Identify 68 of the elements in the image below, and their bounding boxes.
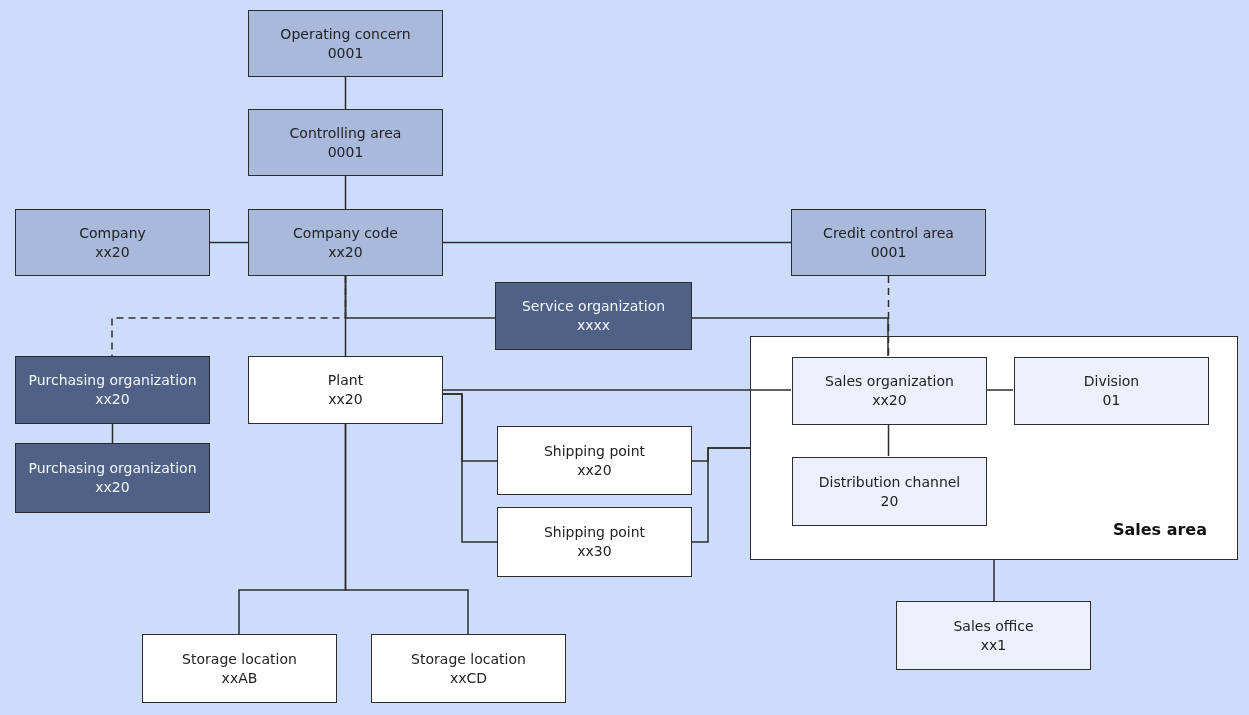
- panel-title: Sales area: [1112, 519, 1207, 541]
- unit-name: Purchasing organization: [28, 459, 197, 478]
- unit-code: 20: [880, 491, 899, 511]
- purchasing-unit-box: [495, 282, 692, 350]
- logistics-unit-box: [497, 507, 692, 577]
- unit-name: Company: [79, 223, 146, 243]
- unit-code: xx20: [872, 391, 907, 410]
- sales-unit-box: [792, 357, 987, 425]
- connector-line: [344, 76, 347, 110]
- unit-name: Sales office: [953, 616, 1034, 636]
- unit-code: xxCD: [449, 668, 488, 688]
- unit-name: Company code: [293, 223, 398, 243]
- logistics-unit-box: [497, 426, 692, 495]
- sales-unit-box: [896, 601, 1091, 670]
- connector-line: [691, 317, 889, 357]
- unit-code: xx20: [577, 460, 612, 480]
- unit-name: Storage location: [411, 649, 526, 669]
- unit-code: xxxx: [576, 316, 611, 335]
- unit-code: xx20: [95, 390, 130, 409]
- unit-code: 01: [1102, 391, 1121, 410]
- unit-code: 0001: [327, 43, 364, 63]
- unit-name: Division: [1083, 372, 1140, 391]
- unit-name: Purchasing organization: [28, 371, 197, 390]
- logistics-unit-box: [371, 634, 566, 703]
- unit-code: xx20: [328, 390, 363, 409]
- unit-name: Storage location: [182, 649, 297, 669]
- unit-code: 0001: [327, 142, 364, 162]
- connector-line: [344, 423, 469, 635]
- unit-name: Service organization: [521, 297, 666, 316]
- org-unit-box: [15, 209, 210, 276]
- connector-line: [209, 241, 249, 244]
- unit-name: Controlling area: [289, 123, 402, 143]
- unit-name: Operating concern: [280, 24, 411, 44]
- unit-code: xx20: [95, 478, 130, 497]
- unit-code: xx20: [95, 242, 130, 262]
- connector-line: [442, 389, 792, 391]
- org-unit-box: [791, 209, 986, 276]
- unit-code: xx30: [577, 542, 612, 561]
- org-unit-box: [248, 10, 443, 77]
- sales-unit-box: [792, 457, 987, 526]
- unit-name: Credit control area: [823, 223, 954, 243]
- org-unit-box: [248, 109, 443, 176]
- unit-code: xx1: [980, 635, 1007, 655]
- unit-code: xx20: [328, 242, 363, 262]
- dashed-connector: [887, 275, 890, 357]
- unit-code: xxAB: [221, 668, 258, 688]
- sales-unit-box: [1014, 357, 1209, 425]
- purchasing-unit-box: [15, 443, 210, 513]
- logistics-unit-box: [248, 356, 443, 424]
- connector-line: [691, 447, 751, 543]
- connector-line: [344, 175, 347, 210]
- connector-line: [442, 241, 792, 244]
- unit-code: 0001: [870, 242, 907, 262]
- purchasing-unit-box: [15, 356, 210, 424]
- connector-line: [887, 423, 890, 457]
- connector-line: [442, 393, 498, 543]
- unit-name: Distribution channel: [818, 472, 961, 492]
- connector-line: [111, 423, 114, 444]
- unit-name: Shipping point: [543, 441, 646, 461]
- sales-area-panel: [750, 336, 1238, 560]
- logistics-unit-box: [142, 634, 337, 703]
- unit-name: Shipping point: [543, 523, 646, 542]
- unit-name: Plant: [327, 371, 364, 390]
- org-unit-box: [248, 209, 443, 276]
- connector-line: [344, 275, 496, 319]
- connector-line: [985, 389, 1014, 391]
- unit-name: Sales organization: [825, 372, 954, 391]
- connector-line: [993, 559, 995, 602]
